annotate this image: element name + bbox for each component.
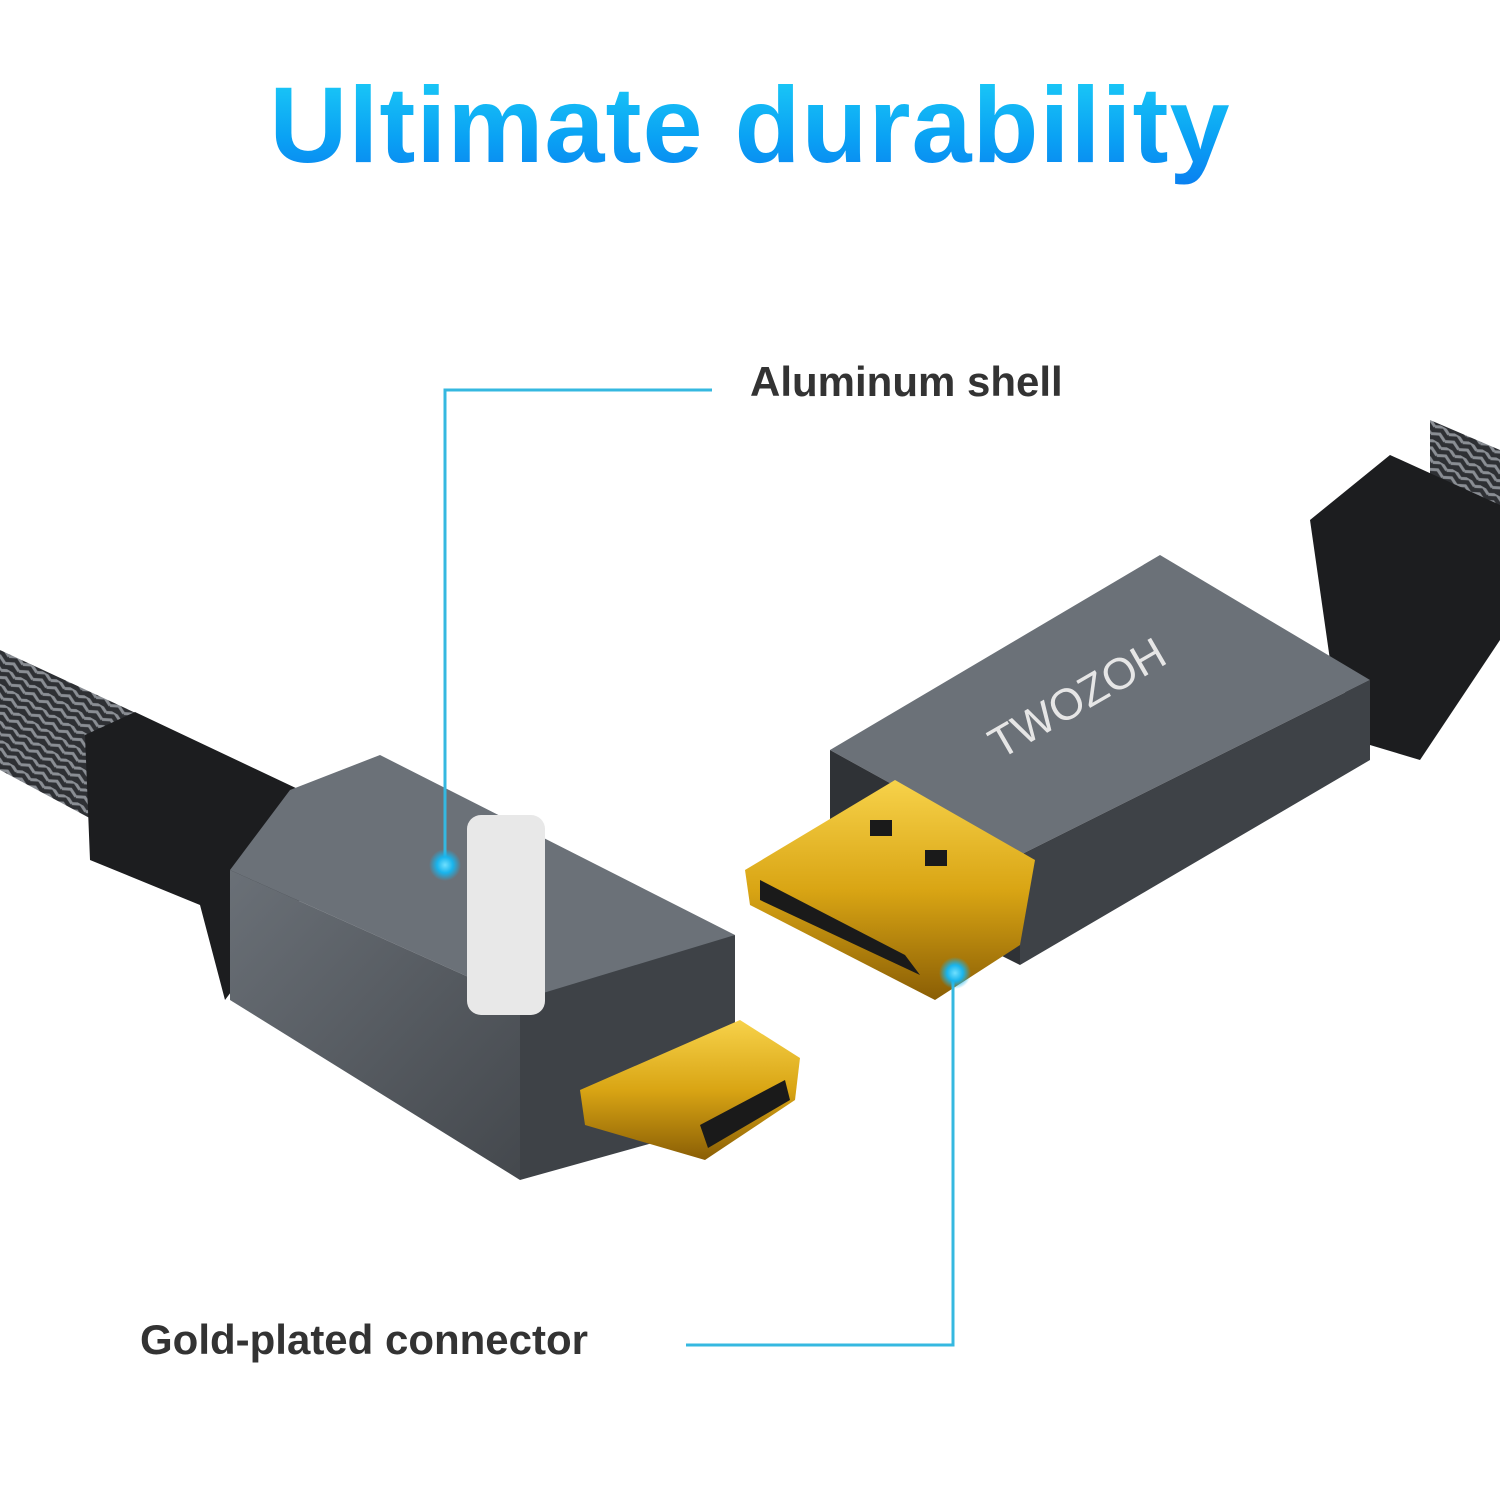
callout-line-gold [686,975,955,1347]
hdmi-plug-gold [745,780,1035,1000]
hdmi-connector: TWOZOH [745,420,1500,1000]
callout-line-aluminum [443,388,712,865]
4k-uhd-badge-icon [467,815,545,1015]
callout-dot-gold [939,957,971,989]
callout-label-gold-plated-connector: Gold-plated connector [140,1316,589,1363]
aluminum-shell-left [230,870,520,1180]
callout-dot-aluminum [429,849,461,881]
callout-label-aluminum-shell: Aluminum shell [750,358,1063,405]
headline: Ultimate durability [0,62,1500,187]
aluminum-shell-right [830,555,1370,855]
micro-hdmi-connector [0,650,800,1180]
